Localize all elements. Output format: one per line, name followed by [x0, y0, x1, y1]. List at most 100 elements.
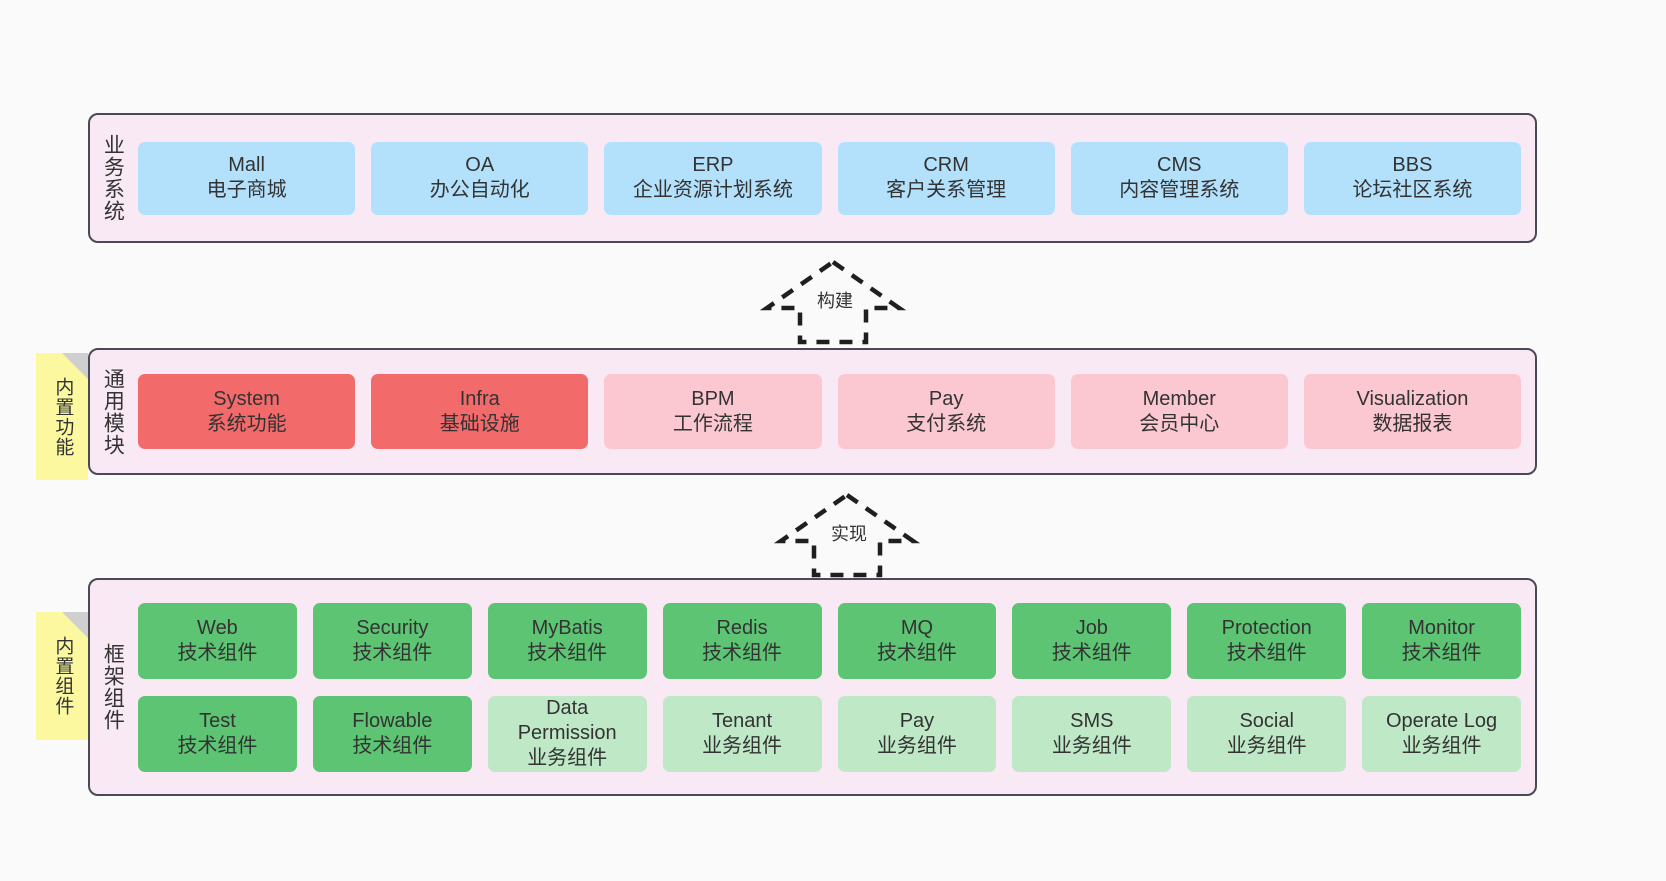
card-title: Data: [546, 697, 589, 719]
card-social[interactable]: Social 业务组件: [1187, 695, 1347, 772]
card-subtitle: 技术组件: [876, 641, 957, 664]
note-fold-corner-icon: [62, 612, 88, 638]
card-erp[interactable]: ERP 企业资源计划系统: [604, 141, 822, 215]
card-title: Monitor: [1408, 616, 1475, 639]
card-web[interactable]: Web 技术组件: [138, 602, 297, 679]
card-subtitle: 客户关系管理: [886, 179, 1007, 201]
card-member[interactable]: Member 会员中心: [1070, 374, 1288, 449]
card-title: Pay: [928, 387, 964, 410]
card-title: Redis: [716, 616, 768, 639]
card-title: Social: [1239, 709, 1294, 732]
card-subtitle: 技术组件: [1226, 641, 1307, 664]
card-title: Tenant: [712, 709, 773, 732]
card-crm[interactable]: CRM 客户关系管理: [837, 141, 1055, 215]
card-title: CRM: [923, 154, 969, 176]
card-bbs[interactable]: BBS 论坛社区系统: [1303, 141, 1522, 215]
layer-body-business-system: Mall 电子商城 OA 办公自动化 ERP 企业资源计划系统 CRM 客户关系…: [134, 115, 1535, 241]
card-subtitle: 基础设施: [439, 412, 520, 435]
card-subtitle: 数据报表: [1372, 412, 1453, 435]
card-subtitle: 电子商城: [206, 179, 287, 201]
card-title: Flowable: [352, 709, 433, 732]
card-row: System 系统功能 Infra 基础设施 BPM 工作流程 Pay 支付系统…: [138, 374, 1522, 449]
card-subtitle: 办公自动化: [429, 179, 530, 201]
card-title: Job: [1075, 616, 1108, 639]
card-data-permission[interactable]: Data Permission 业务组件: [487, 695, 647, 772]
card-sms[interactable]: SMS 业务组件: [1012, 695, 1172, 772]
card-subtitle: 系统功能: [206, 412, 287, 435]
card-title: Web: [197, 616, 238, 639]
card-redis[interactable]: Redis 技术组件: [662, 602, 822, 679]
card-security[interactable]: Security 技术组件: [312, 602, 472, 679]
card-job[interactable]: Job 技术组件: [1012, 602, 1172, 679]
card-title: Pay: [899, 709, 935, 732]
card-cms[interactable]: CMS 内容管理系统: [1070, 141, 1288, 215]
card-mall[interactable]: Mall 电子商城: [138, 141, 356, 215]
card-pay[interactable]: Pay 支付系统: [837, 374, 1055, 449]
card-title: Mall: [228, 154, 265, 176]
note-builtin-component: 内置组件: [36, 612, 88, 740]
arrow-implement: 实现: [772, 492, 922, 578]
card-title-line2: Permission: [517, 722, 617, 744]
card-title: BPM: [691, 387, 735, 410]
card-oa[interactable]: OA 办公自动化: [371, 141, 589, 215]
card-mybatis[interactable]: MyBatis 技术组件: [487, 602, 647, 679]
card-subtitle: 技术组件: [177, 641, 258, 664]
card-row: Test 技术组件 Flowable 技术组件 Data Permission …: [138, 695, 1521, 772]
card-title: Member: [1142, 387, 1216, 410]
card-subtitle: 技术组件: [527, 641, 608, 664]
card-subtitle: 技术组件: [352, 734, 433, 757]
card-subtitle: 业务组件: [702, 734, 783, 757]
layer-title-common-module: 通用模块: [101, 367, 125, 456]
card-title: CMS: [1157, 154, 1202, 176]
card-tenant[interactable]: Tenant 业务组件: [662, 695, 822, 772]
layer-common-module: 通用模块 System 系统功能 Infra 基础设施 BPM 工作流程 Pay…: [88, 348, 1537, 475]
card-subtitle: 会员中心: [1139, 412, 1220, 435]
card-protection[interactable]: Protection 技术组件: [1187, 602, 1347, 679]
layer-body-common-module: System 系统功能 Infra 基础设施 BPM 工作流程 Pay 支付系统…: [134, 350, 1535, 473]
note-label: 内置功能: [52, 376, 74, 457]
card-subtitle: 技术组件: [702, 641, 783, 664]
card-title: BBS: [1392, 154, 1433, 176]
card-system[interactable]: System 系统功能: [138, 374, 356, 449]
card-title: Security: [356, 616, 429, 639]
card-subtitle: 企业资源计划系统: [632, 179, 793, 201]
card-subtitle: 业务组件: [1226, 734, 1307, 757]
note-label: 内置组件: [52, 636, 74, 716]
card-title: OA: [465, 154, 495, 176]
layer-body-framework-component: Web 技术组件 Security 技术组件 MyBatis 技术组件 Redi…: [134, 580, 1535, 794]
card-mq[interactable]: MQ 技术组件: [837, 602, 997, 679]
card-visualization[interactable]: Visualization 数据报表: [1303, 374, 1522, 449]
card-subtitle: 工作流程: [672, 412, 753, 435]
card-title: MQ: [900, 616, 934, 639]
card-row: Mall 电子商城 OA 办公自动化 ERP 企业资源计划系统 CRM 客户关系…: [138, 141, 1522, 215]
note-builtin-function: 内置功能: [36, 353, 88, 480]
card-subtitle: 技术组件: [177, 734, 258, 757]
arrow-implement-label: 实现: [829, 520, 869, 546]
card-subtitle: 业务组件: [527, 747, 608, 769]
card-subtitle: 内容管理系统: [1119, 179, 1240, 201]
layer-business-system: 业务系统 Mall 电子商城 OA 办公自动化 ERP 企业资源计划系统 CRM…: [88, 113, 1537, 243]
card-operate-log[interactable]: Operate Log 业务组件: [1362, 695, 1521, 772]
card-monitor[interactable]: Monitor 技术组件: [1362, 602, 1521, 679]
card-subtitle: 业务组件: [1401, 734, 1482, 757]
card-test[interactable]: Test 技术组件: [138, 695, 297, 772]
card-title: ERP: [692, 154, 734, 176]
card-title: Infra: [459, 387, 500, 410]
card-bpm[interactable]: BPM 工作流程: [604, 374, 822, 449]
layer-framework-component: 框架组件 Web 技术组件 Security 技术组件 MyBatis 技术组件…: [88, 578, 1537, 796]
arrow-build: 构建: [758, 259, 908, 345]
card-infra[interactable]: Infra 基础设施: [371, 374, 589, 449]
card-flowable[interactable]: Flowable 技术组件: [312, 695, 472, 772]
card-pay-component[interactable]: Pay 业务组件: [837, 695, 997, 772]
card-title: MyBatis: [531, 616, 603, 639]
note-fold-corner-icon: [62, 353, 88, 379]
layer-title-framework-component: 框架组件: [101, 643, 125, 731]
arrow-build-label: 构建: [815, 287, 855, 313]
card-subtitle: 业务组件: [1051, 734, 1132, 757]
card-title: System: [213, 387, 280, 410]
card-subtitle: 技术组件: [1401, 641, 1482, 664]
card-title: Test: [199, 709, 236, 732]
card-subtitle: 论坛社区系统: [1352, 179, 1473, 201]
card-title: SMS: [1070, 709, 1114, 732]
